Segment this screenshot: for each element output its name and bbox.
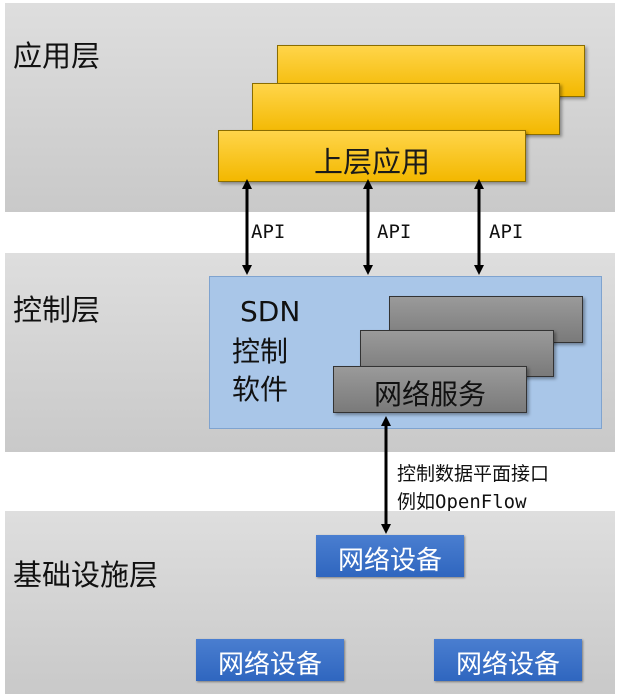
infrastructure-layer-label: 基础设施层 (13, 558, 159, 592)
application-layer-label: 应用层 (13, 39, 101, 73)
api-label-2: API (377, 221, 412, 243)
network-device-top: 网络设备 (316, 535, 464, 577)
network-device-bottom-left: 网络设备 (196, 639, 344, 681)
network-device-bottom-right: 网络设备 (434, 639, 582, 681)
network-device-top-label: 网络设备 (337, 546, 442, 576)
network-device-bottom-right-label: 网络设备 (455, 650, 560, 680)
network-service-card-front: 网络服务 (333, 366, 527, 413)
upper-app-label: 上层应用 (313, 145, 430, 179)
southbound-example-prefix: 例如 (397, 491, 436, 513)
network-device-bottom-left-label: 网络设备 (217, 650, 322, 680)
southbound-example-label: 例如OpenFlow (397, 487, 527, 514)
upper-app-card-middle (252, 83, 560, 135)
openflow-label: OpenFlow (435, 491, 527, 513)
upper-app-card-front: 上层应用 (218, 130, 526, 182)
network-service-label: 网络服务 (373, 378, 486, 411)
api-label-3: API (489, 221, 524, 243)
southbound-interface-label: 控制数据平面接口 (397, 463, 550, 485)
control-layer-label: 控制层 (13, 293, 101, 327)
sdn-text-line-3: 软件 (232, 373, 289, 406)
api-label-1: API (251, 221, 286, 243)
sdn-text-line-2: 控制 (232, 335, 289, 368)
sdn-text-line-1: SDN (240, 295, 301, 328)
